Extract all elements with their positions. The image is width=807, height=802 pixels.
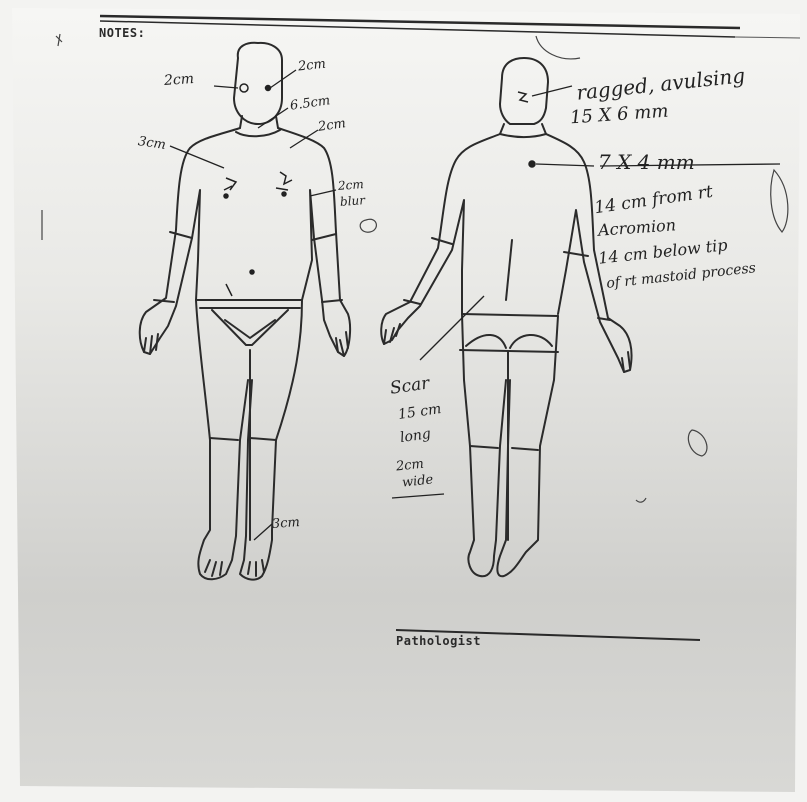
notes-label: NOTES: xyxy=(99,26,145,40)
annotation-scar-line4: 2cm xyxy=(395,457,424,475)
pathologist-label: Pathologist xyxy=(396,634,481,648)
right-eye-wound xyxy=(266,86,271,91)
annotation-ankle: 3cm xyxy=(272,515,301,532)
annotation-left-eye: 2cm xyxy=(163,71,194,89)
annotation-right-eye: 2cm xyxy=(297,57,326,75)
annotation-left-arm-2: blur xyxy=(340,193,366,209)
annotation-back-line1: 7 X 4 mm xyxy=(598,150,695,174)
paper-area xyxy=(12,8,800,792)
upper-back-wound xyxy=(529,161,535,167)
annotation-left-arm: 2cm xyxy=(338,177,365,193)
